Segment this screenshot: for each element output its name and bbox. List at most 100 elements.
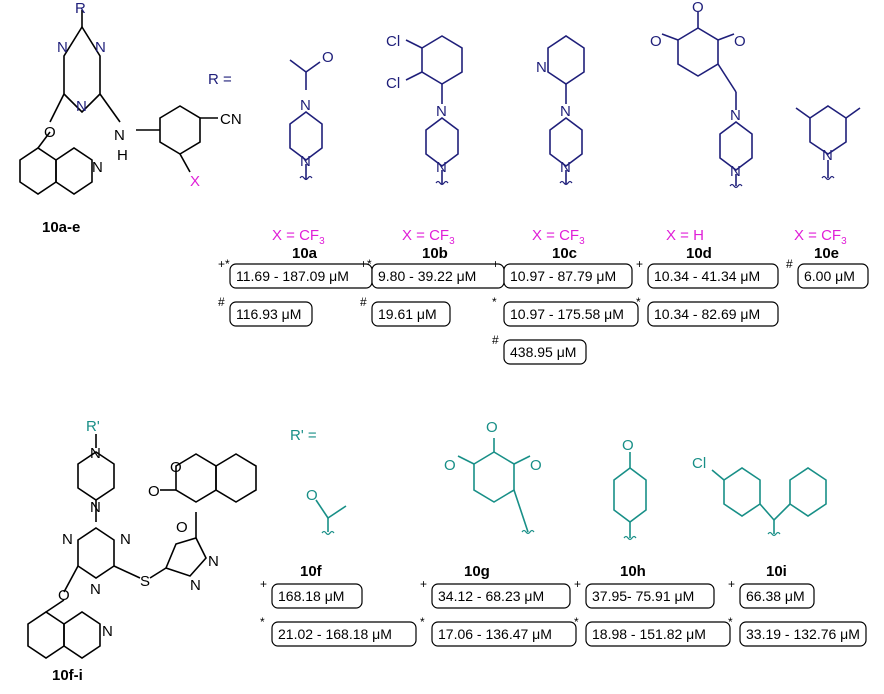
svg-text:N: N bbox=[436, 103, 447, 120]
quinoline-ring-right bbox=[55, 147, 93, 195]
svg-text:N: N bbox=[560, 159, 571, 176]
r-group-10e bbox=[795, 105, 861, 181]
value-box-10d-2-marker: * bbox=[636, 295, 641, 309]
svg-text:N: N bbox=[730, 163, 741, 180]
value-box-10d-1-box bbox=[647, 263, 779, 289]
svg-text:O: O bbox=[530, 457, 542, 474]
value-box-10f-1: +168.18 μM bbox=[260, 577, 363, 609]
r-group-10i bbox=[711, 467, 827, 537]
value-box-10h-1: +37.95- 75.91 μM bbox=[574, 577, 715, 609]
value-box-10b-2: #19.61 μM bbox=[360, 295, 451, 327]
svg-text:Cl: Cl bbox=[386, 33, 400, 50]
value-box-10i-2-box bbox=[739, 621, 867, 647]
svg-text:N: N bbox=[300, 97, 311, 114]
triazine-n1: N bbox=[95, 39, 106, 56]
value-box-10c-3-value: 438.95 μM bbox=[510, 344, 576, 360]
value-box-10c-2-box bbox=[503, 301, 639, 327]
x-sub-label-10c: X = CF3 bbox=[532, 227, 585, 247]
svg-text:O: O bbox=[306, 487, 318, 504]
value-box-10b-2-marker: # bbox=[360, 295, 367, 309]
value-box-10h-1-value: 37.95- 75.91 μM bbox=[592, 588, 694, 604]
value-box-10h-2-marker: * bbox=[574, 615, 579, 629]
value-box-10d-1-marker: + bbox=[636, 257, 643, 271]
svg-text:O: O bbox=[322, 49, 334, 66]
compound-name-10c: 10c bbox=[552, 245, 577, 262]
svg-text:N: N bbox=[822, 147, 833, 164]
value-box-10g-1-value: 34.12 - 68.23 μM bbox=[438, 588, 544, 604]
value-box-10b-1-value: 9.80 - 39.22 μM bbox=[378, 268, 476, 284]
r-group-10h bbox=[613, 452, 647, 541]
core-x-label: X bbox=[190, 173, 200, 190]
svg-text:O: O bbox=[170, 459, 182, 476]
x-sub-label-10a: X = CF3 bbox=[272, 227, 325, 247]
triazine-n2: N bbox=[57, 39, 68, 56]
value-box-10c-2-value: 10.97 - 175.58 μM bbox=[510, 306, 624, 322]
triazine-ring bbox=[63, 25, 101, 114]
value-box-10i-1-box bbox=[739, 583, 815, 609]
value-box-10e-1-box bbox=[797, 263, 869, 289]
value-box-10c-1-value: 10.97 - 87.79 μM bbox=[510, 268, 616, 284]
r-group-10g bbox=[457, 438, 535, 535]
svg-text:O: O bbox=[650, 33, 662, 50]
value-box-10f-1-box bbox=[271, 583, 363, 609]
value-box-10i-2-marker: * bbox=[728, 615, 733, 629]
compound-name-10g: 10g bbox=[464, 563, 490, 580]
triazine-n3: N bbox=[76, 98, 87, 115]
value-box-10b-2-box bbox=[371, 301, 451, 327]
value-box-10f-2-value: 21.02 - 168.18 μM bbox=[278, 626, 392, 642]
compound-name-10a: 10a bbox=[292, 245, 318, 262]
value-box-10e-1: #6.00 μM bbox=[786, 257, 869, 289]
compound-name-10h: 10h bbox=[620, 563, 646, 580]
value-box-10g-1-marker: + bbox=[420, 577, 427, 591]
value-box-10a-1: +* 11.69 - 187.09 μM bbox=[218, 257, 373, 289]
value-box-10i-1-marker: + bbox=[728, 577, 735, 591]
value-box-10c-1-marker: + bbox=[492, 257, 499, 271]
svg-text:N: N bbox=[436, 159, 447, 176]
svg-text:N: N bbox=[560, 103, 571, 120]
value-box-10f-2-marker: * bbox=[260, 615, 265, 629]
value-box-10a-2: #116.93 μM bbox=[218, 295, 313, 327]
svg-text:N: N bbox=[90, 445, 101, 462]
svg-text:O: O bbox=[58, 587, 70, 604]
compound-name-10i: 10i bbox=[766, 563, 787, 580]
svg-text:N: N bbox=[62, 531, 73, 548]
value-box-10f-2: * 21.02 - 168.18 μM bbox=[260, 615, 417, 647]
r-group-10c bbox=[547, 35, 585, 186]
svg-text:N: N bbox=[120, 531, 131, 548]
core-r-prime-label: R' bbox=[86, 418, 100, 435]
compound-name-10e: 10e bbox=[814, 245, 839, 262]
svg-text:O: O bbox=[692, 0, 704, 16]
svg-text:N: N bbox=[730, 107, 741, 124]
svg-text:N: N bbox=[190, 577, 201, 594]
value-box-10d-1: +10.34 - 41.34 μM bbox=[636, 257, 779, 289]
value-box-10e-1-marker: # bbox=[786, 257, 793, 271]
value-box-10g-2-marker: * bbox=[420, 615, 425, 629]
svg-text:N: N bbox=[208, 553, 219, 570]
x-sub-label-10b: X = CF3 bbox=[402, 227, 455, 247]
cn-label: CN bbox=[220, 111, 242, 128]
value-box-10i-1-value: 66.38 μM bbox=[746, 588, 805, 604]
value-box-10g-1-box bbox=[431, 583, 571, 609]
x-sub-label-10d: X = H bbox=[666, 227, 704, 244]
value-box-10h-1-box bbox=[585, 583, 715, 609]
value-box-10b-2-value: 19.61 μM bbox=[378, 306, 437, 322]
value-box-10c-1-box bbox=[503, 263, 633, 289]
value-box-10f-1-marker: + bbox=[260, 577, 267, 591]
value-box-10a-1-marker: +* bbox=[218, 257, 230, 271]
value-box-10h-2-value: 18.98 - 151.82 μM bbox=[592, 626, 706, 642]
value-box-10i-1: +66.38 μM bbox=[728, 577, 815, 609]
value-box-10a-2-marker: # bbox=[218, 295, 225, 309]
value-box-10a-1-value: 11.69 - 187.09 μM bbox=[236, 268, 349, 284]
nh-n: N bbox=[114, 127, 125, 144]
svg-text:N: N bbox=[102, 623, 113, 640]
compound-name-10d: 10d bbox=[686, 245, 712, 262]
value-box-10g-1: +34.12 - 68.23 μM bbox=[420, 577, 571, 609]
quinoline-n: N bbox=[92, 159, 103, 176]
r-prime-equals-label: R' = bbox=[290, 427, 317, 444]
value-box-10b-1-marker: +* bbox=[360, 257, 372, 271]
svg-text:O: O bbox=[486, 419, 498, 436]
svg-text:Cl: Cl bbox=[692, 455, 706, 472]
